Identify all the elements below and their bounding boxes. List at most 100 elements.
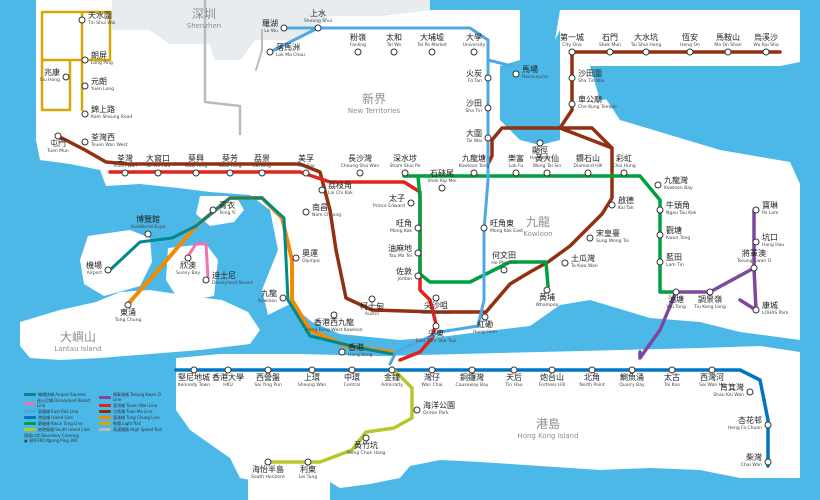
station-marker[interactable] <box>209 206 217 214</box>
station-marker[interactable] <box>81 82 89 90</box>
station-marker[interactable] <box>154 169 162 177</box>
station-marker[interactable] <box>500 266 508 274</box>
station-marker[interactable] <box>362 434 370 442</box>
station-marker[interactable] <box>606 48 614 56</box>
station-marker[interactable] <box>414 224 422 232</box>
station-name-zh: 上水 <box>310 8 326 18</box>
station-name-en: LOHAS Park <box>762 310 789 316</box>
station-marker[interactable] <box>561 259 569 267</box>
station-marker[interactable] <box>706 288 714 296</box>
station-marker[interactable] <box>388 366 396 374</box>
station-marker[interactable] <box>407 199 415 207</box>
station-marker[interactable] <box>184 254 192 262</box>
station-marker[interactable] <box>413 406 421 414</box>
station-marker[interactable] <box>338 348 346 356</box>
station-marker[interactable] <box>401 169 409 177</box>
station-marker[interactable] <box>280 24 288 32</box>
station-marker[interactable] <box>512 169 520 177</box>
station-marker[interactable] <box>481 313 489 321</box>
station-marker[interactable] <box>428 366 436 374</box>
station-marker[interactable] <box>258 169 266 177</box>
station-marker[interactable] <box>512 70 520 78</box>
station-marker[interactable] <box>568 48 576 56</box>
station-marker[interactable] <box>470 48 478 56</box>
station-marker[interactable] <box>568 100 576 108</box>
station-marker[interactable] <box>468 366 476 374</box>
station-marker[interactable] <box>764 458 772 466</box>
station-marker[interactable] <box>752 206 760 214</box>
station-marker[interactable] <box>762 48 770 56</box>
station-marker[interactable] <box>708 366 716 374</box>
station-marker[interactable] <box>190 366 198 374</box>
station-marker[interactable] <box>266 48 274 56</box>
station-marker[interactable] <box>292 254 300 262</box>
station-marker[interactable] <box>656 206 664 214</box>
station-marker[interactable] <box>308 366 316 374</box>
station-marker[interactable] <box>752 238 760 246</box>
station-marker[interactable] <box>724 48 732 56</box>
station-marker[interactable] <box>302 169 310 177</box>
station-marker[interactable] <box>81 110 89 118</box>
station-marker[interactable] <box>226 169 234 177</box>
station-marker[interactable] <box>368 295 376 303</box>
station-marker[interactable] <box>686 48 694 56</box>
station-marker[interactable] <box>470 169 478 177</box>
station-marker[interactable] <box>304 458 312 466</box>
station-marker[interactable] <box>81 56 89 64</box>
station-marker[interactable] <box>428 48 436 56</box>
station-marker[interactable] <box>568 74 576 82</box>
station-marker[interactable] <box>588 366 596 374</box>
station-marker[interactable] <box>510 366 518 374</box>
station-marker[interactable] <box>608 201 616 209</box>
station-marker[interactable] <box>628 366 636 374</box>
station-marker[interactable] <box>264 458 272 466</box>
station-marker[interactable] <box>414 272 422 280</box>
station-marker[interactable] <box>202 276 210 284</box>
station-marker[interactable] <box>672 288 680 296</box>
station-marker[interactable] <box>192 169 200 177</box>
station-marker[interactable] <box>548 366 556 374</box>
station-marker[interactable] <box>314 24 322 32</box>
station-marker[interactable] <box>54 132 62 140</box>
station-marker[interactable] <box>356 169 364 177</box>
station-marker[interactable] <box>438 184 446 192</box>
station-marker[interactable] <box>264 366 272 374</box>
station-marker[interactable] <box>620 169 628 177</box>
station-marker[interactable] <box>656 258 664 266</box>
station-marker[interactable] <box>121 169 129 177</box>
station-marker[interactable] <box>354 48 362 56</box>
station-marker[interactable] <box>764 421 772 429</box>
station-marker[interactable] <box>750 264 758 272</box>
station-marker[interactable] <box>279 294 287 302</box>
station-marker[interactable] <box>480 224 488 232</box>
station-marker[interactable] <box>78 16 86 24</box>
station-marker[interactable] <box>654 181 662 189</box>
station-marker[interactable] <box>104 266 112 274</box>
station-marker[interactable] <box>124 301 132 309</box>
station-marker[interactable] <box>656 231 664 239</box>
station-marker[interactable] <box>746 388 754 396</box>
station-marker[interactable] <box>484 134 492 142</box>
station-marker[interactable] <box>484 104 492 112</box>
station-marker[interactable] <box>390 48 398 56</box>
station-marker[interactable] <box>536 139 544 147</box>
station-marker[interactable] <box>224 366 232 374</box>
station-marker[interactable] <box>586 234 594 242</box>
station-marker[interactable] <box>584 169 592 177</box>
station-marker[interactable] <box>318 186 326 194</box>
station-marker[interactable] <box>642 48 650 56</box>
station-marker[interactable] <box>484 74 492 82</box>
station-marker[interactable] <box>752 306 760 314</box>
station-marker[interactable] <box>432 294 440 302</box>
station-marker[interactable] <box>348 366 356 374</box>
station-marker[interactable] <box>81 138 89 146</box>
station-marker[interactable] <box>62 73 70 81</box>
station-marker[interactable] <box>414 249 422 257</box>
station-marker[interactable] <box>668 366 676 374</box>
station-marker[interactable] <box>543 169 551 177</box>
station-marker[interactable] <box>302 208 310 216</box>
station-marker[interactable] <box>330 311 338 319</box>
station-marker[interactable] <box>543 286 551 294</box>
station-marker[interactable] <box>144 230 152 238</box>
station-marker[interactable] <box>432 322 440 330</box>
